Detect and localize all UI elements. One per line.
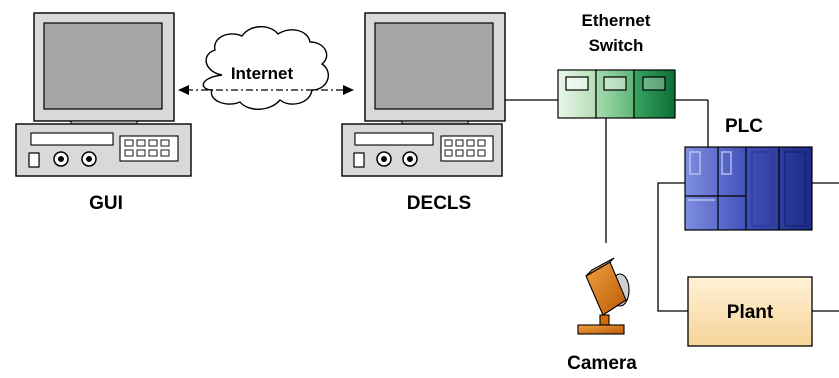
plc-icon: [684, 146, 813, 231]
gui-computer-icon: [15, 12, 192, 177]
plc-label: PLC: [725, 116, 763, 137]
plant-box: [687, 276, 813, 347]
network-switch-icon: [557, 69, 676, 119]
ethernet-label: Ethernet: [582, 11, 651, 30]
plant-label: Plant: [727, 302, 774, 323]
decls-label: DECLS: [407, 193, 471, 214]
gui-label: GUI: [89, 193, 123, 214]
connections: [500, 99, 839, 312]
decls-computer-icon: [341, 12, 506, 177]
internet-label: Internet: [231, 64, 294, 83]
switch-label: Switch: [589, 36, 644, 55]
camera-label: Camera: [567, 353, 637, 374]
camera-icon: [577, 257, 630, 335]
cloud-icon: [202, 26, 330, 110]
link-plc-plant-left: [657, 182, 688, 312]
internet-link-arrow: [178, 85, 354, 95]
